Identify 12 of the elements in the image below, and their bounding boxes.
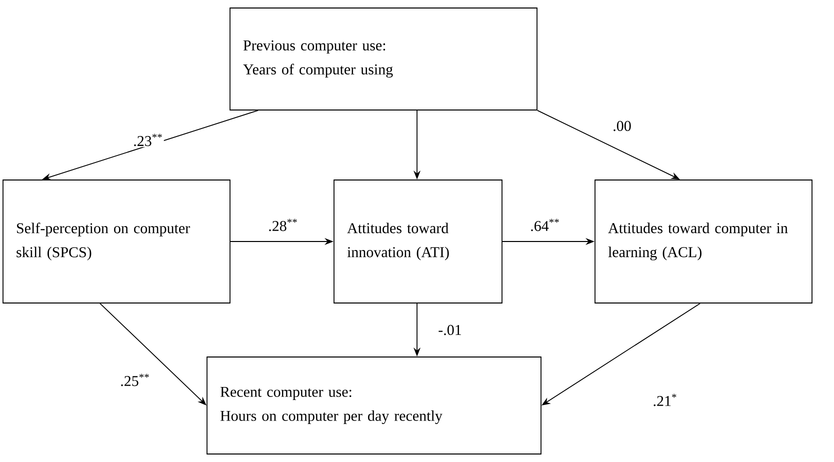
variable-box: Attitudes toward computer in learning (ACL): [594, 180, 812, 304]
variable-box: Previous computer use: Years of computer using: [230, 8, 538, 110]
variable-box: Self-perception on computer skill (SPCS): [2, 180, 230, 304]
edge-label: .23$^{**}$: [134, 134, 162, 146]
variable-box: Recent computer use: Hours on computer per day recently: [206, 356, 542, 454]
edge-label: .64$^{**}$: [531, 218, 559, 232]
edge-label: .28$^{**}$: [269, 218, 297, 232]
edge-label: .21$^{*}$: [654, 394, 676, 406]
variable-box: Attitudes toward innovation (ATI): [334, 180, 502, 304]
edge-label: -.01: [438, 324, 461, 336]
edge-label: .00: [614, 120, 631, 132]
edge-label: .25$^{**}$: [121, 374, 149, 386]
